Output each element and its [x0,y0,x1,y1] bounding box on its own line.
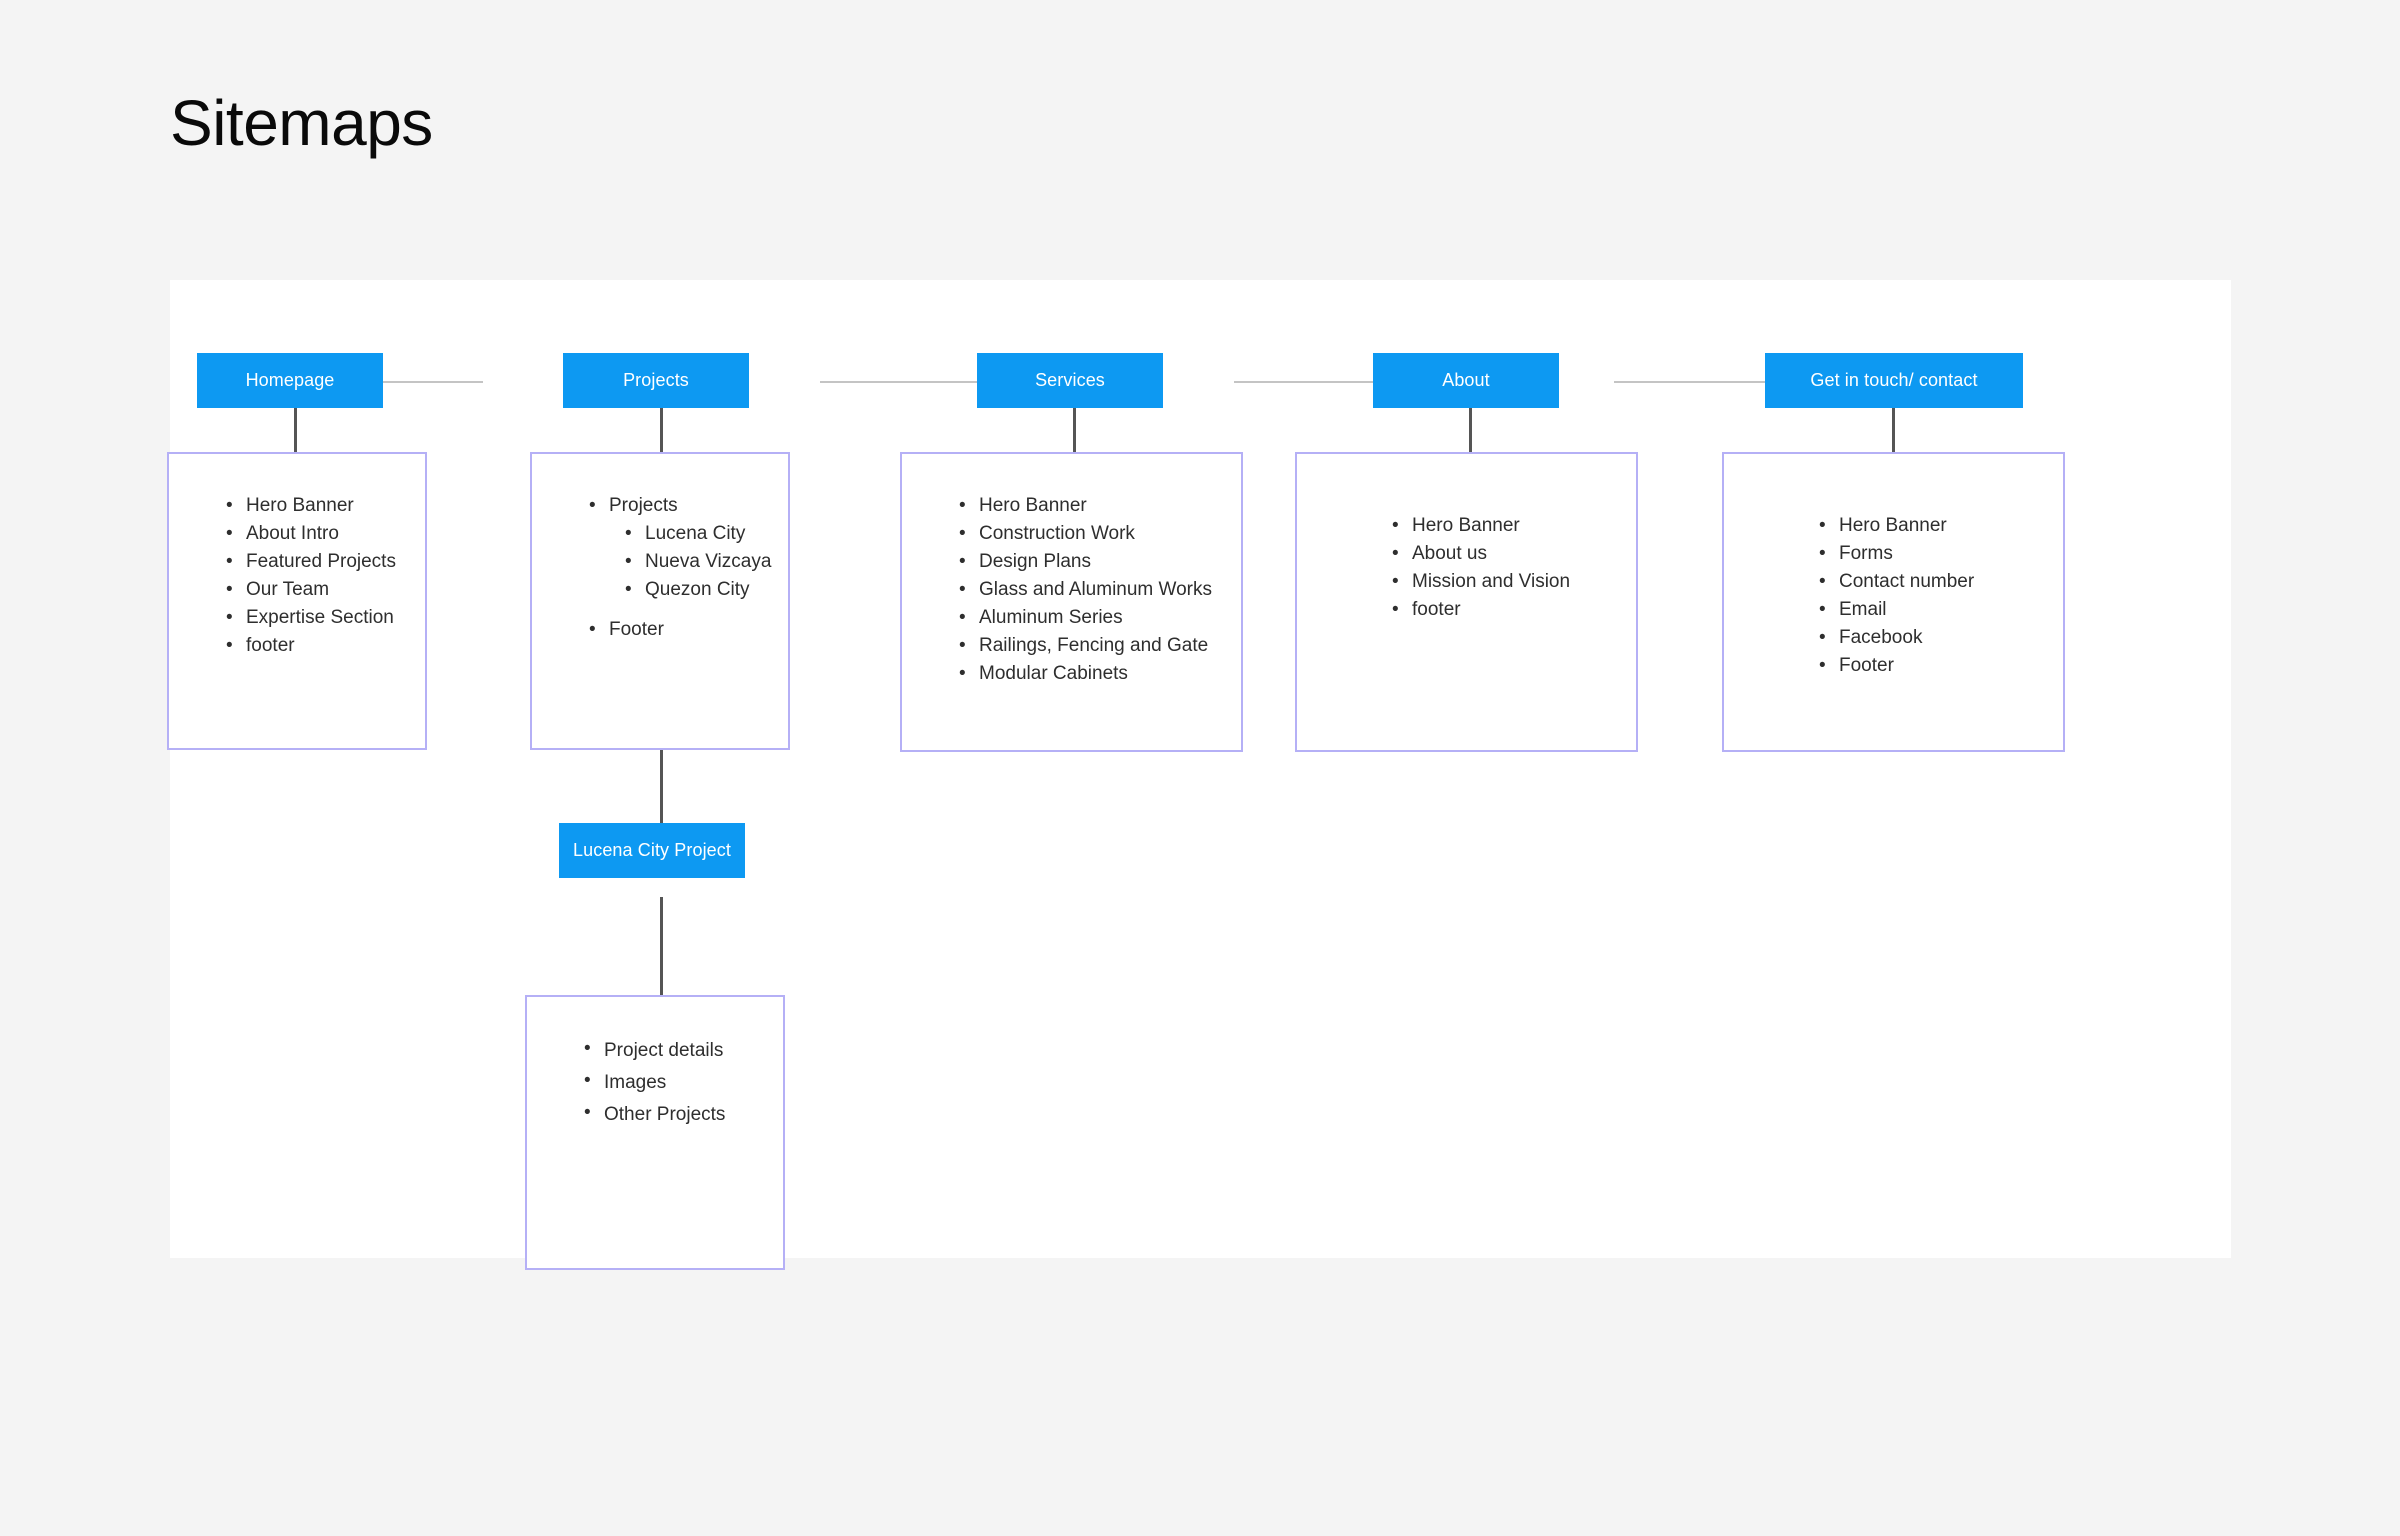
detail-box-projects: Projects Lucena City Nueva Vizcaya Quezo… [530,452,790,750]
list-item: About us [1392,540,1636,568]
detail-list-projects: Projects Lucena City Nueva Vizcaya Quezo… [589,492,788,644]
node-about[interactable]: About [1373,353,1559,408]
list-item: Hero Banner [1819,512,2063,540]
node-contact-label: Get in touch/ contact [1810,370,1978,390]
detail-box-lucena-city-project: Project details Images Other Projects [525,995,785,1270]
list-item: Footer [1819,652,2063,680]
list-item: Railings, Fencing and Gate [959,632,1241,660]
list-item: Hero Banner [1392,512,1636,540]
detail-list-homepage: Hero Banner About Intro Featured Project… [226,492,425,660]
list-item: Modular Cabinets [959,660,1241,688]
connector-homepage-to-projects [360,381,483,383]
node-homepage-label: Homepage [245,370,335,390]
list-item-sub: Lucena City [589,520,788,548]
node-about-label: About [1442,370,1490,390]
detail-box-services: Hero Banner Construction Work Design Pla… [900,452,1243,752]
list-item: Images [584,1067,783,1099]
detail-list-contact: Hero Banner Forms Contact number Email F… [1819,512,2063,680]
list-item: Contact number [1819,568,2063,596]
detail-list-lucena-city-project: Project details Images Other Projects [584,1035,783,1131]
node-homepage[interactable]: Homepage [197,353,383,408]
connector-services-to-detail [1073,402,1076,452]
connector-lucena-to-detail [660,897,663,995]
detail-box-homepage: Hero Banner About Intro Featured Project… [167,452,427,750]
list-item: Facebook [1819,624,2063,652]
list-item: Glass and Aluminum Works [959,576,1241,604]
node-services[interactable]: Services [977,353,1163,408]
connector-projects-detail-to-lucena [660,750,663,823]
list-item-sub: Nueva Vizcaya [589,548,788,576]
node-contact[interactable]: Get in touch/ contact [1765,353,2023,408]
list-item: Featured Projects [226,548,425,576]
connector-services-to-about [1234,381,1434,383]
list-item: Expertise Section [226,604,425,632]
list-item: Footer [589,616,788,644]
connector-about-to-contact [1614,381,1832,383]
detail-box-about: Hero Banner About us Mission and Vision … [1295,452,1638,752]
node-lucena-city-project-label: Lucena City Project [573,840,731,860]
list-item: Projects [589,492,788,520]
detail-list-about: Hero Banner About us Mission and Vision … [1392,512,1636,624]
list-item: Hero Banner [226,492,425,520]
node-projects-label: Projects [623,370,689,390]
node-projects[interactable]: Projects [563,353,749,408]
list-item: footer [1392,596,1636,624]
sitemap-canvas: Homepage Projects Services About Get in … [167,280,2231,1270]
connector-projects-to-services [820,381,1042,383]
list-item: Mission and Vision [1392,568,1636,596]
list-item: Construction Work [959,520,1241,548]
list-item: Other Projects [584,1099,783,1131]
list-item: Hero Banner [959,492,1241,520]
list-item: Design Plans [959,548,1241,576]
connector-about-to-detail [1469,402,1472,452]
list-item: Email [1819,596,2063,624]
connector-projects-to-detail [660,402,663,452]
list-item: Aluminum Series [959,604,1241,632]
list-item: footer [226,632,425,660]
connector-contact-to-detail [1892,402,1895,452]
node-services-label: Services [1035,370,1105,390]
list-item-sub: Quezon City [589,576,788,604]
page-title: Sitemaps [170,87,433,159]
list-item: Forms [1819,540,2063,568]
connector-homepage-to-detail [294,402,297,452]
list-item: Project details [584,1035,783,1067]
list-item: About Intro [226,520,425,548]
detail-list-services: Hero Banner Construction Work Design Pla… [959,492,1241,688]
list-item: Our Team [226,576,425,604]
node-lucena-city-project[interactable]: Lucena City Project [559,823,745,878]
detail-box-contact: Hero Banner Forms Contact number Email F… [1722,452,2065,752]
